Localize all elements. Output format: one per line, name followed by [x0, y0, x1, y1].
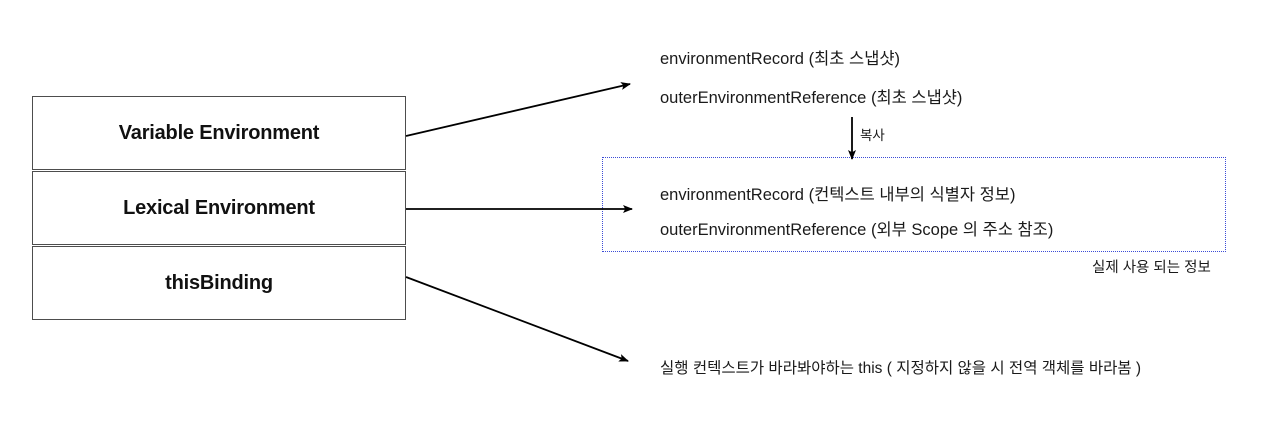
box-lexical-environment-label: Lexical Environment [123, 197, 315, 219]
box-this-binding-label: thisBinding [165, 272, 273, 294]
active-info-dotted-box [602, 157, 1226, 252]
this-binding-description-text: 실행 컨텍스트가 바라봐야하는 this ( 지정하지 않을 시 전역 객체를 … [660, 360, 1142, 377]
execution-context-stack: Variable Environment Lexical Environment… [32, 96, 406, 321]
box-lexical-environment: Lexical Environment [32, 171, 406, 245]
box-this-binding: thisBinding [32, 246, 406, 320]
box-variable-environment-label: Variable Environment [118, 122, 320, 144]
snapshot-environment-record-text: environmentRecord (최초 스냅샷) [660, 50, 901, 68]
snapshot-outer-environment-reference-text: outerEnvironmentReference (최초 스냅샷) [660, 89, 963, 107]
active-info-caption: 실제 사용 되는 정보 [1092, 260, 1211, 276]
arrow-this-binding-to-description [405, 276, 629, 362]
copy-arrow-label: 복사 [860, 128, 885, 143]
active-outer-environment-reference-text: outerEnvironmentReference (외부 Scope 의 주소… [660, 221, 1054, 239]
box-variable-environment: Variable Environment [32, 96, 406, 170]
arrow-variable-environment-to-snapshot [405, 82, 631, 137]
active-environment-record-text: environmentRecord (컨텍스트 내부의 식별자 정보) [660, 186, 1016, 204]
